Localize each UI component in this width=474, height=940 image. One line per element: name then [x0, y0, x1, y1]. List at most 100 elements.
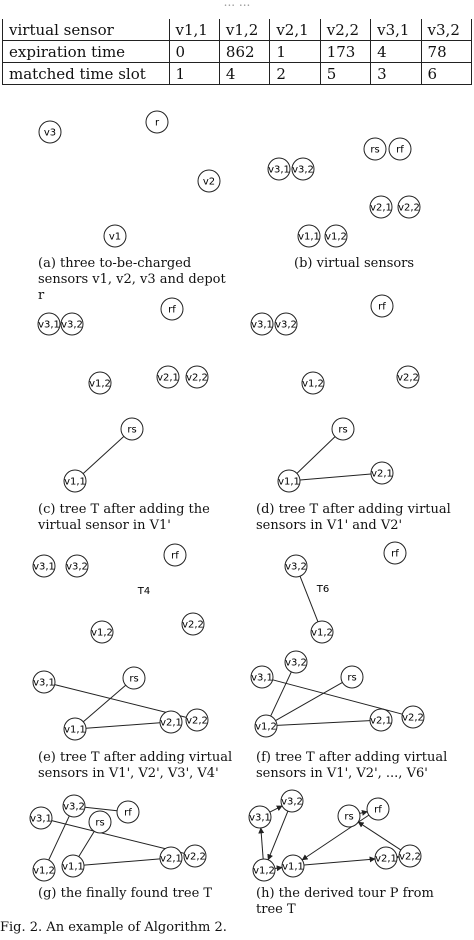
svg-text:rs: rs — [129, 674, 138, 685]
svg-text:rf: rf — [171, 551, 179, 562]
graph-node: v2,1 — [369, 708, 393, 732]
caption-g: (g) the finally found tree T — [38, 886, 213, 901]
table-cell: v3,1 — [370, 19, 422, 41]
svg-text:v1,2: v1,2 — [302, 379, 324, 390]
graph-node: rf — [383, 541, 407, 565]
graph-node: r — [145, 110, 169, 134]
svg-text:v1,2: v1,2 — [33, 866, 55, 877]
graph-node: v1,2 — [90, 620, 114, 644]
table-cell: 1 — [168, 62, 220, 85]
table-cell: virtual sensor — [2, 19, 170, 41]
table-cell: v2,2 — [319, 19, 372, 41]
graph-node: v3,2 — [291, 157, 315, 181]
graph-node: rf — [163, 543, 187, 567]
page-header-cut: ... ... — [223, 0, 251, 9]
svg-text:v3,2: v3,2 — [275, 320, 297, 331]
table-cell: v1,2 — [218, 19, 271, 41]
table-row: expiration time 0 862 1 173 4 78 — [2, 40, 473, 63]
svg-text:rs: rs — [338, 425, 347, 436]
svg-text:v1,1: v1,1 — [62, 862, 84, 873]
graph-edge — [85, 722, 161, 729]
table-cell: 4 — [218, 62, 271, 85]
graph-edge — [82, 684, 127, 723]
graph-node: v3,2 — [60, 312, 84, 336]
graph-edge — [359, 809, 368, 816]
graph-edge — [51, 820, 185, 854]
graph-node: v3,1 — [250, 665, 274, 689]
graph-node: v1 — [103, 224, 127, 248]
graph-node: rf — [160, 297, 184, 321]
svg-text:v3,2: v3,2 — [285, 658, 307, 669]
svg-text:rf: rf — [391, 549, 399, 560]
graph-node: v3,1 — [32, 554, 56, 578]
svg-text:v3,2: v3,2 — [63, 802, 85, 813]
graph-node: v2,2 — [181, 612, 205, 636]
graph-node: v2,2 — [185, 708, 209, 732]
graph-node: rs — [337, 804, 361, 828]
caption-h: (h) the derived tour P from tree T — [256, 886, 434, 917]
graph-node: v3,1 — [29, 806, 53, 830]
graph-node: v3,1 — [250, 312, 274, 336]
graph-edge — [83, 858, 161, 866]
table-cell: 78 — [420, 40, 473, 63]
graph-node: rs — [340, 665, 364, 689]
svg-text:v3,2: v3,2 — [61, 320, 83, 331]
svg-text:rf: rf — [374, 805, 382, 816]
graph-edge — [274, 865, 283, 872]
graph-node: v1,1 — [297, 224, 321, 248]
graph-edge — [84, 806, 118, 812]
svg-text:v1,1: v1,1 — [282, 862, 304, 873]
graph-node: v2,2 — [401, 705, 425, 729]
svg-text:v3,1: v3,1 — [251, 320, 273, 331]
svg-text:v2,2: v2,2 — [398, 203, 420, 214]
svg-text:v3,2: v3,2 — [281, 797, 303, 808]
graph-node: v1,1 — [63, 717, 87, 741]
svg-text:v2,1: v2,1 — [375, 854, 397, 865]
svg-text:rf: rf — [168, 305, 176, 316]
graph-node: v3,1 — [37, 312, 61, 336]
graph-node: v3,1 — [248, 805, 272, 829]
svg-text:v1,2: v1,2 — [325, 232, 347, 243]
graph-node: v2,1 — [156, 365, 180, 389]
table-row: matched time slot 1 4 2 5 3 6 — [2, 62, 473, 85]
table-cell: v3,2 — [420, 19, 473, 41]
svg-text:v3,1: v3,1 — [268, 165, 290, 176]
svg-text:v1,1: v1,1 — [64, 725, 86, 736]
graph-node: v3,2 — [62, 794, 86, 818]
table-cell: 2 — [269, 62, 321, 85]
graph-node: v3,2 — [274, 312, 298, 336]
graph-node: v2 — [197, 169, 221, 193]
table-cell: 4 — [370, 40, 422, 63]
graph-edge — [299, 576, 319, 622]
graph-node: rf — [116, 800, 140, 824]
svg-text:v2,2: v2,2 — [186, 716, 208, 727]
svg-text:r: r — [155, 118, 160, 129]
svg-text:v3: v3 — [44, 128, 56, 139]
graph-node: v2,1 — [369, 195, 393, 219]
caption-b: (b) virtual sensors — [294, 256, 415, 271]
table-cell: 1 — [269, 40, 321, 63]
graph-node: v1,2 — [310, 620, 334, 644]
graph-node: v3,2 — [284, 554, 308, 578]
svg-text:v3,1: v3,1 — [33, 562, 55, 573]
svg-text:v2,1: v2,1 — [160, 718, 182, 729]
graph-node: v1,2 — [252, 858, 276, 882]
svg-text:rf: rf — [378, 302, 386, 313]
svg-text:rs: rs — [95, 818, 104, 829]
graph-edge — [303, 856, 376, 866]
graph-edge — [82, 436, 125, 474]
graph-edge — [296, 436, 336, 474]
svg-text:v2: v2 — [203, 177, 215, 188]
svg-text:v1,1: v1,1 — [278, 477, 300, 488]
svg-text:v2,2: v2,2 — [399, 852, 421, 863]
table-cell: expiration time — [2, 40, 170, 63]
svg-text:rs: rs — [344, 812, 353, 823]
svg-text:rs: rs — [370, 145, 379, 156]
graph-node: v1,2 — [324, 224, 348, 248]
graph-node: v2,2 — [398, 844, 422, 868]
svg-text:v2,2: v2,2 — [182, 620, 204, 631]
svg-text:v2,2: v2,2 — [184, 852, 206, 863]
graph-node: v2,1 — [374, 846, 398, 870]
graph-node: v1,2 — [88, 371, 112, 395]
table-cell: 3 — [370, 62, 422, 85]
